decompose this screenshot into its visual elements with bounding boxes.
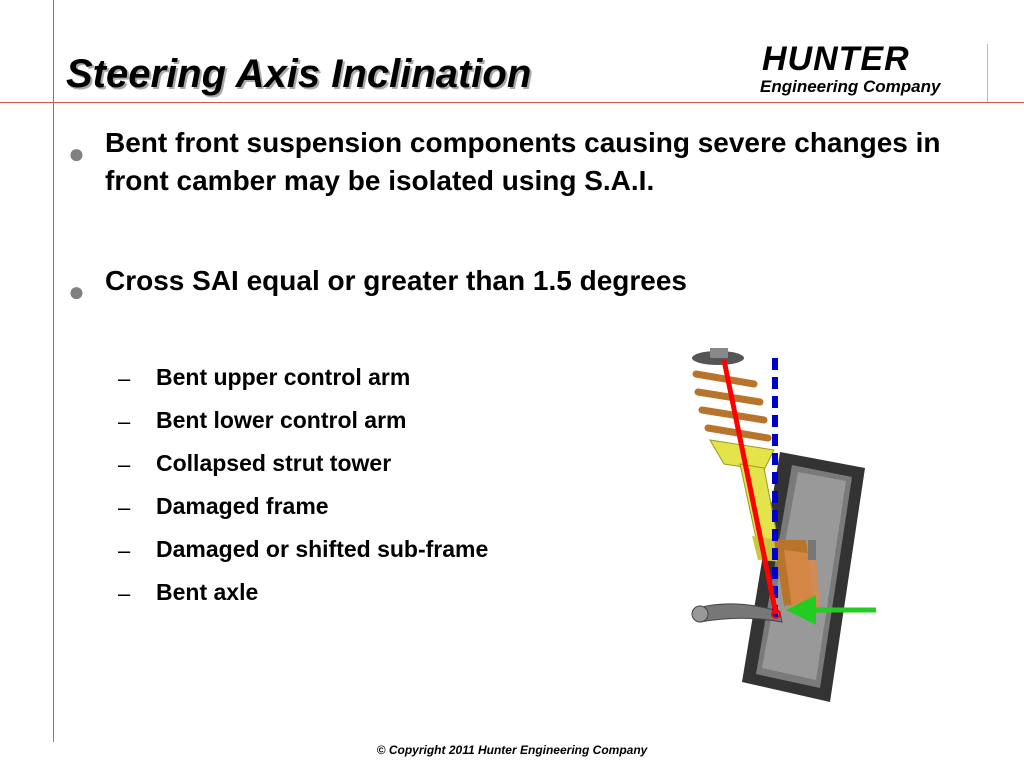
suspension-diagram (691, 348, 876, 702)
logo-frame (975, 44, 988, 102)
sai-line (721, 359, 779, 615)
title-underline (0, 102, 1024, 103)
strut-mount (692, 348, 744, 365)
lower-ball-joint (771, 609, 781, 619)
lower-control-arm (691, 603, 783, 623)
knuckle-brake (774, 540, 820, 610)
bullet-text-1: Bent front suspension components causing… (105, 127, 941, 196)
slide-title: Steering Axis Inclination (66, 52, 532, 96)
bullet-dot-2: ● (68, 276, 85, 307)
copyright-footer: © Copyright 2011 Hunter Engineering Comp… (376, 743, 648, 757)
logo-line-1: HUNTER (762, 40, 910, 78)
left-divider-line (53, 0, 54, 742)
hunter-logo: HUNTER Engineering Company (758, 40, 990, 102)
green-arrow-icon (786, 595, 876, 625)
bullet-dot-1: ● (68, 138, 85, 169)
logo-line-2: Engineering Company (760, 77, 941, 96)
bullet-text-2: Cross SAI equal or greater than 1.5 degr… (105, 265, 687, 296)
